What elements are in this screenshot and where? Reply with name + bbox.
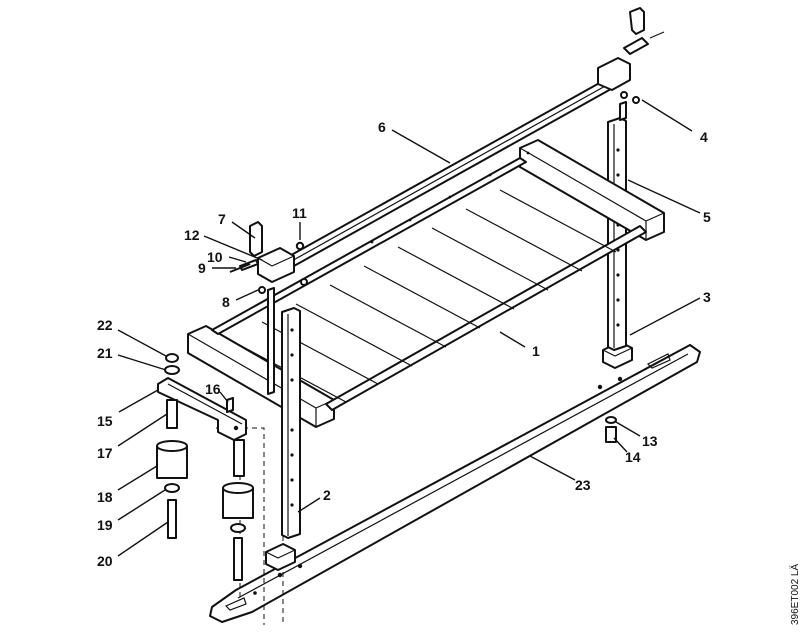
callout-4: 4 (700, 129, 708, 145)
clamp-head-right (597, 7, 665, 121)
hardware-stack-center (222, 439, 254, 581)
callout-18: 18 (97, 489, 113, 505)
callouts: 1 2 3 4 5 6 7 8 9 10 11 12 13 14 15 16 1… (97, 119, 711, 569)
callout-11: 11 (292, 205, 307, 221)
callout-21: 21 (97, 345, 113, 361)
callout-19: 19 (97, 517, 113, 533)
callout-9: 9 (198, 260, 206, 276)
hardware-stack-left (156, 353, 188, 539)
callout-8: 8 (222, 294, 230, 310)
callout-15: 15 (97, 413, 113, 429)
callout-10: 10 (207, 249, 223, 265)
drawing-number: 396ET002 LÄ (789, 564, 800, 625)
leader-lines (117, 99, 701, 557)
stand-post-left (265, 287, 301, 571)
callout-5: 5 (703, 209, 711, 225)
callout-6: 6 (378, 119, 386, 135)
bar-screws (605, 416, 617, 443)
callout-17: 17 (97, 445, 113, 461)
callout-7: 7 (218, 211, 226, 227)
callout-16: 16 (205, 381, 221, 397)
callout-14: 14 (625, 449, 641, 465)
callout-1: 1 (532, 343, 540, 359)
callout-3: 3 (703, 289, 711, 305)
callout-2: 2 (323, 487, 331, 503)
callout-22: 22 (97, 317, 113, 333)
callout-23: 23 (575, 477, 591, 493)
clamp-head-left (229, 221, 308, 294)
guide-bar (209, 344, 701, 623)
callout-13: 13 (642, 433, 658, 449)
callout-20: 20 (97, 553, 113, 569)
callout-12: 12 (184, 227, 200, 243)
